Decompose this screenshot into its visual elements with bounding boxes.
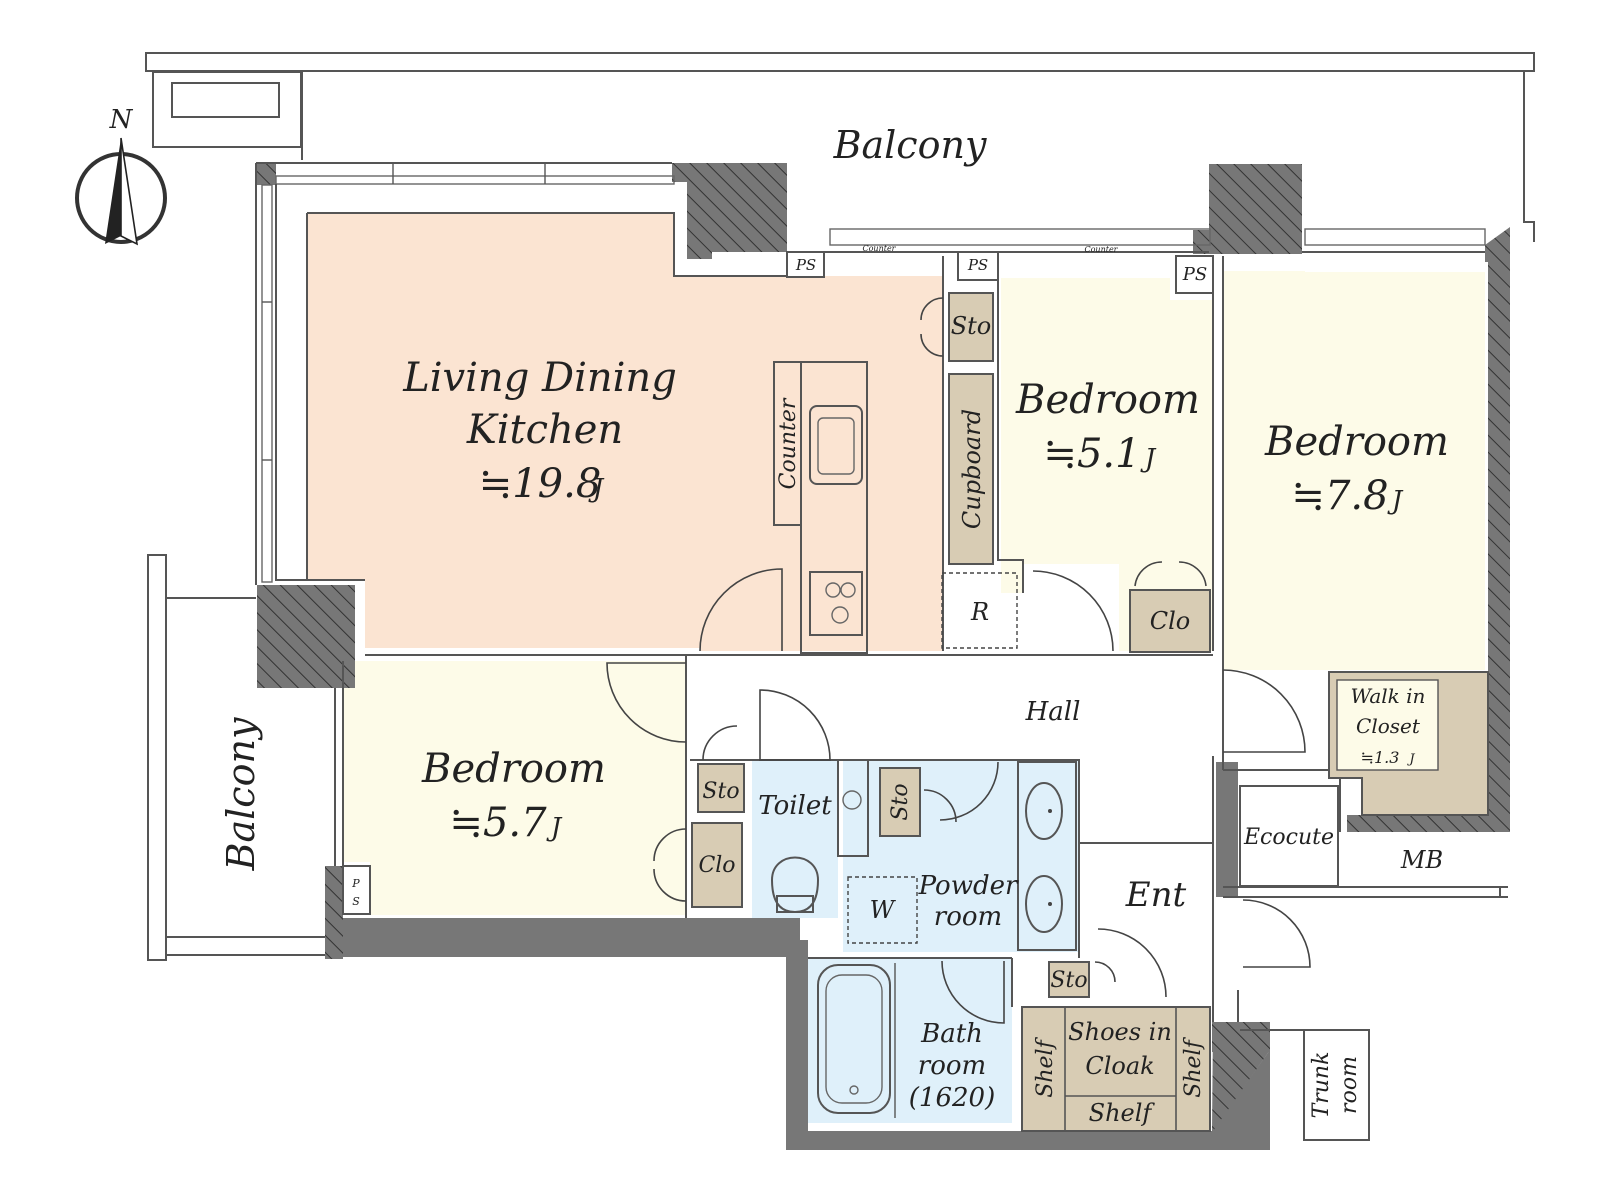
powder-room-line1: Powder bbox=[918, 871, 1019, 901]
ecocute-label: Ecocute bbox=[1243, 825, 1334, 850]
sto-hall-label: Sto bbox=[702, 779, 739, 804]
ps-label-2: PS bbox=[967, 256, 988, 274]
shoes-in-cloak-line1: Shoes in bbox=[1068, 1018, 1172, 1046]
walk-in-closet-unit: J bbox=[1406, 752, 1415, 767]
bedroom-b-unit: J bbox=[1387, 486, 1404, 516]
balcony-top bbox=[145, 52, 1535, 242]
entrance-door-arc bbox=[1242, 899, 1311, 968]
bedroom-c-name: Bedroom bbox=[421, 746, 606, 792]
ecocute-area bbox=[1239, 785, 1339, 887]
sto-entrance-label: Sto bbox=[1050, 968, 1087, 993]
ps-label-4b: S bbox=[352, 895, 360, 908]
sto-hall bbox=[697, 763, 745, 813]
toilet-icon bbox=[770, 856, 820, 914]
shoes-in-cloak bbox=[1021, 1006, 1211, 1132]
cupboard-label: Cupboard bbox=[958, 409, 986, 529]
outer-walls bbox=[255, 162, 1486, 866]
sto-entrance bbox=[1048, 961, 1090, 998]
sto-ldk bbox=[948, 292, 994, 362]
kitchen-counter-label: Counter bbox=[776, 397, 801, 489]
ldk-door-arc bbox=[699, 568, 783, 652]
compass-icon bbox=[75, 137, 167, 246]
interior-walls bbox=[685, 256, 1508, 1022]
bedroom-c-unit: J bbox=[546, 813, 563, 843]
counter-small-label-1: Counter bbox=[862, 244, 896, 253]
sto-toilet-label: Sto bbox=[888, 783, 913, 820]
bedroom-c-size: ≒5.7 bbox=[449, 800, 547, 846]
bath-room-line1: Bath bbox=[920, 1019, 983, 1049]
sink-icon bbox=[809, 405, 863, 485]
ps-shafts: PS PS PS P S bbox=[342, 251, 1214, 915]
ldk-name-line2: Kitchen bbox=[466, 407, 623, 453]
structural-columns bbox=[256, 163, 1510, 1150]
powder-room-line2: room bbox=[934, 902, 1002, 932]
bedroom-a-name: Bedroom bbox=[1015, 377, 1200, 423]
bath-room-line3: (1620) bbox=[909, 1083, 995, 1113]
stove-icon bbox=[809, 571, 863, 636]
ps-label-1: PS bbox=[795, 256, 816, 274]
trunk-room bbox=[1303, 1029, 1370, 1141]
ldk-size: ≒19.8 bbox=[479, 461, 602, 507]
bedroom-a-size: ≒5.1 bbox=[1043, 431, 1140, 477]
entrance-label: Ent bbox=[1125, 875, 1187, 915]
hand-basin-icon bbox=[842, 790, 862, 810]
bedroom-b-door-arc bbox=[1222, 669, 1306, 753]
washer-space bbox=[847, 876, 918, 944]
bath-door-arc bbox=[941, 960, 1005, 1024]
clo-bedroom-c-label: Clo bbox=[698, 853, 735, 878]
sto-ldk-label: Sto bbox=[951, 312, 992, 340]
ps-label-4a: P bbox=[351, 877, 360, 890]
walk-in-closet-line2: Closet bbox=[1356, 714, 1421, 738]
counter-small-label-2: Counter bbox=[1084, 245, 1118, 254]
bedroom-a-unit: J bbox=[1140, 444, 1157, 474]
bedroom-a-door-arc bbox=[1032, 570, 1114, 652]
ldk-name-line1: Living Dining bbox=[402, 355, 677, 401]
bath-room-line2: room bbox=[918, 1051, 986, 1081]
ldk-floor bbox=[307, 213, 943, 651]
walk-in-closet-line1: Walk in bbox=[1351, 684, 1426, 708]
walk-in-closet-size: ≒1.3 bbox=[1361, 748, 1400, 767]
bedroom-c-floor bbox=[343, 661, 686, 915]
sto-toilet bbox=[879, 767, 921, 837]
bedroom-c-door-arc bbox=[606, 662, 687, 743]
clo-bedroom-c bbox=[691, 822, 743, 908]
balcony-top-label: Balcony bbox=[833, 123, 987, 167]
bedroom-a-floor bbox=[1001, 278, 1213, 651]
ldk-unit: J bbox=[588, 474, 605, 504]
toilet-door-arc bbox=[759, 689, 831, 761]
balcony-left bbox=[147, 554, 325, 961]
shelf-left-label: Shelf bbox=[1033, 1036, 1058, 1097]
clo-bedroom-a bbox=[1129, 589, 1211, 653]
mb-label: MB bbox=[1400, 846, 1443, 874]
washer-label: W bbox=[870, 896, 897, 924]
trunk-room-line2: room bbox=[1337, 1056, 1362, 1114]
cupboard bbox=[948, 373, 994, 565]
ps-label-3: PS bbox=[1182, 264, 1207, 285]
bath-room-floor bbox=[808, 958, 1012, 1123]
balcony-left-label: Balcony bbox=[219, 717, 263, 871]
bathtub-icon bbox=[817, 964, 891, 1114]
hall-floor bbox=[690, 661, 1215, 756]
kitchen-counter: Counter bbox=[773, 361, 868, 654]
clo-bedroom-a-label: Clo bbox=[1150, 607, 1191, 635]
entrance-inner-door-arc bbox=[1097, 928, 1167, 998]
bedroom-b-name: Bedroom bbox=[1264, 419, 1449, 465]
shoes-in-cloak-line2: Cloak bbox=[1085, 1052, 1154, 1080]
hall-label: Hall bbox=[1025, 697, 1081, 727]
bedroom-b-floor bbox=[1223, 271, 1485, 670]
toilet-label: Toilet bbox=[758, 791, 832, 821]
wash-basin-icon bbox=[1025, 782, 1063, 840]
refrigerator-label: R bbox=[970, 598, 989, 626]
compass-north-label: N bbox=[109, 105, 134, 135]
trunk-room-line1: Trunk bbox=[1309, 1052, 1334, 1119]
toilet-floor bbox=[752, 760, 838, 918]
bedroom-b-size: ≒7.8 bbox=[1291, 473, 1388, 519]
powder-door-arc bbox=[939, 761, 999, 821]
refrigerator-space bbox=[941, 572, 1018, 649]
shelf-bottom-label: Shelf bbox=[1089, 1099, 1156, 1127]
shelf-right-label: Shelf bbox=[1181, 1036, 1206, 1097]
